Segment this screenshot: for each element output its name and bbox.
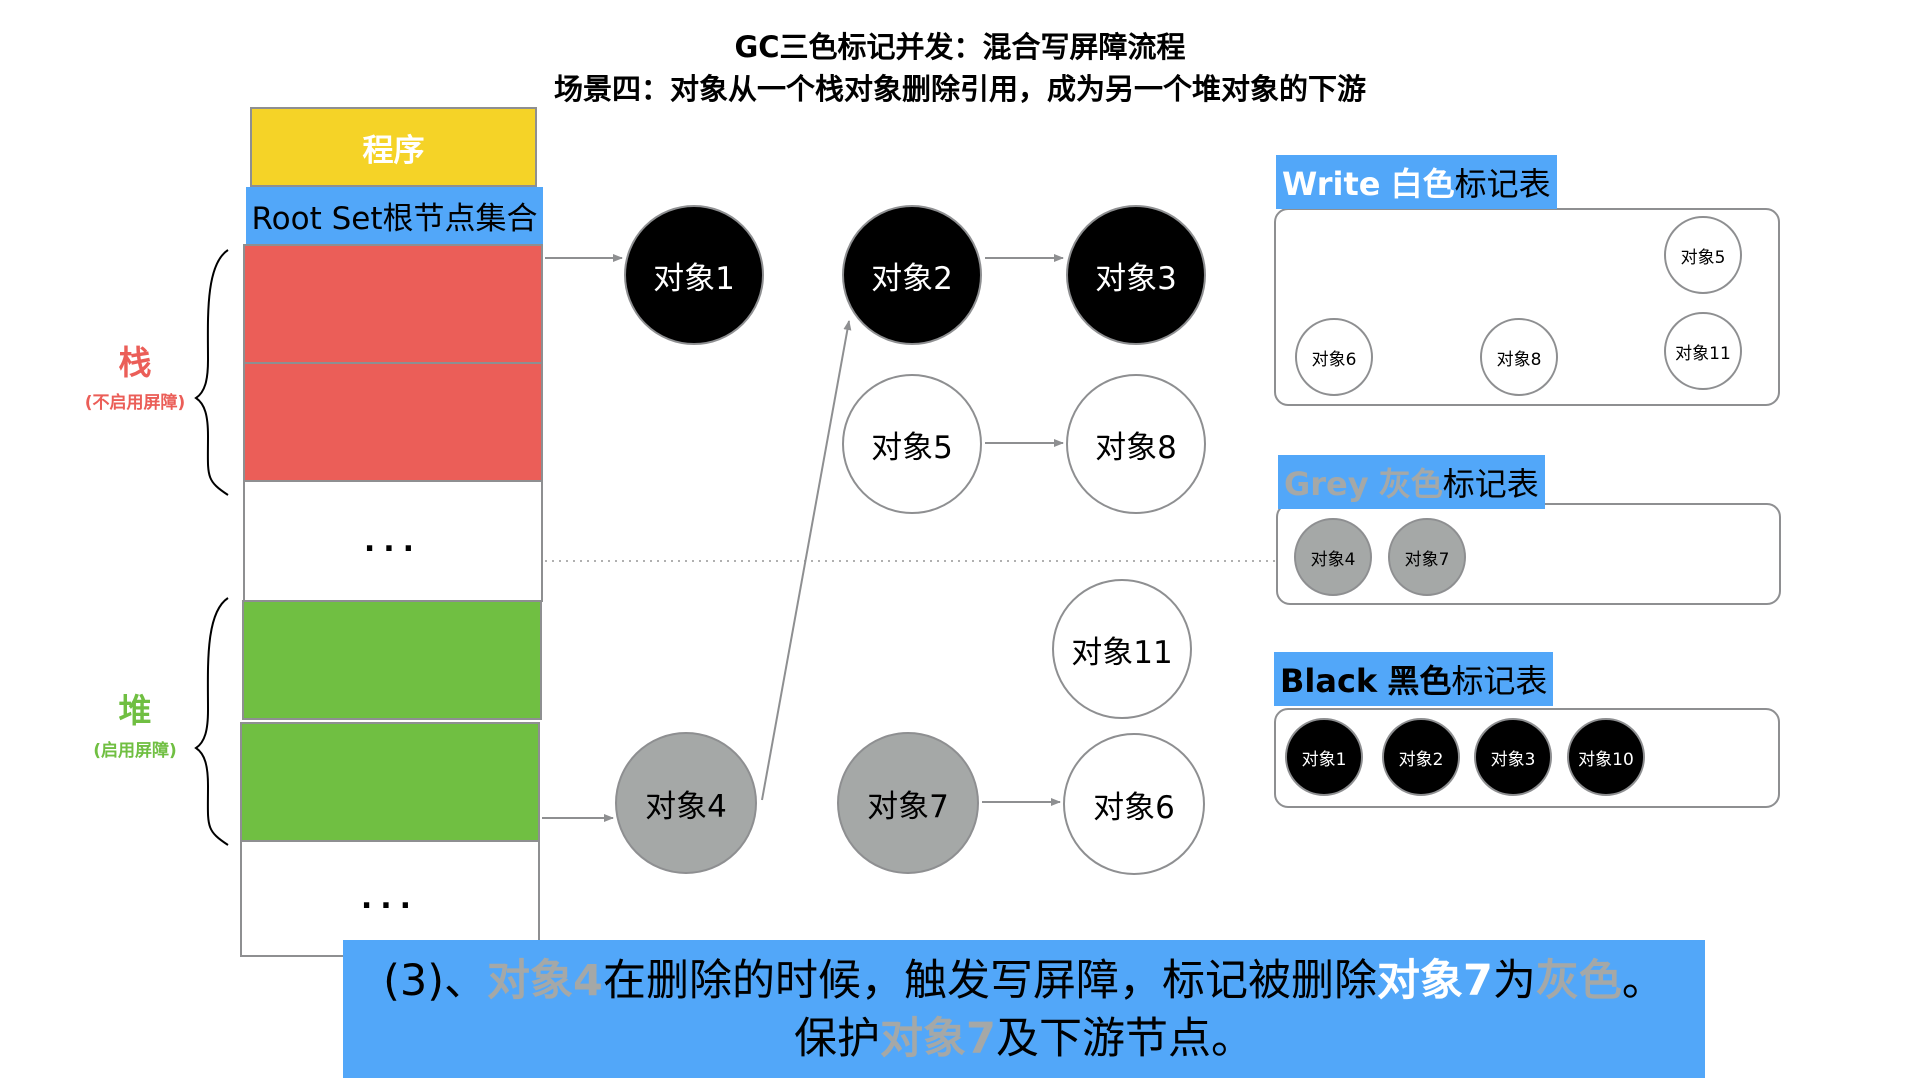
heap-slot-2 (240, 722, 540, 842)
node-label: 对象8 (1095, 429, 1177, 466)
node-object-2: 对象2 (842, 205, 982, 345)
heap-ellipsis-slot: ... (240, 840, 540, 957)
white-item-object-11: 对象11 (1664, 312, 1742, 390)
item-label: 对象3 (1490, 749, 1536, 770)
white-table-label: Write 白色标记表 (1276, 155, 1557, 209)
black-item-object-10: 对象10 (1567, 718, 1645, 796)
grey-table-label: Grey 灰色标记表 (1278, 455, 1545, 509)
root-set-label: Root Set根节点集合 (251, 201, 538, 237)
caption-text: 为 (1492, 956, 1536, 1006)
black-item-object-1: 对象1 (1285, 718, 1363, 796)
caption-text: 及下游节点。 (995, 1014, 1254, 1064)
heap-label: 堆 (启用屏障) (80, 684, 190, 761)
item-label: 对象1 (1301, 749, 1347, 770)
white-item-object-5: 对象5 (1664, 216, 1742, 294)
node-label: 对象1 (653, 260, 735, 297)
white-item-object-8: 对象8 (1480, 318, 1558, 396)
grey-table-label-en: Grey (1284, 465, 1369, 503)
item-label: 对象4 (1310, 549, 1356, 570)
caption-text: 。 (1621, 956, 1665, 1006)
black-table-label-en: Black (1280, 662, 1378, 700)
grey-item-object-4: 对象4 (1294, 518, 1372, 596)
node-object-4: 对象4 (615, 732, 757, 874)
caption-line-2: 保护对象7及下游节点。 (343, 1010, 1705, 1068)
grey-table-label-suffix: 标记表 (1442, 465, 1539, 503)
diagram-subtitle: 场景四：对象从一个栈对象删除引用，成为另一个堆对象的下游 (553, 72, 1366, 106)
node-label: 对象11 (1071, 634, 1173, 671)
node-label: 对象2 (871, 260, 953, 297)
heap-subtitle: (启用屏障) (93, 741, 177, 761)
grey-item-object-7: 对象7 (1388, 518, 1466, 596)
stack-subtitle: (不启用屏障) (84, 393, 186, 413)
black-item-object-2: 对象2 (1382, 718, 1460, 796)
node-object-11: 对象11 (1052, 579, 1192, 719)
black-table-label-suffix: 标记表 (1451, 662, 1548, 700)
stack-slot-2 (243, 362, 543, 482)
node-object-7: 对象7 (837, 732, 979, 874)
black-table-label-color: 黑色 (1387, 662, 1452, 700)
heap-brace (194, 597, 229, 846)
node-object-6: 对象6 (1063, 733, 1205, 875)
item-label: 对象8 (1496, 349, 1542, 370)
caption-line-1: (3)、对象4在删除的时候，触发写屏障，标记被删除对象7为灰色。 (343, 952, 1705, 1010)
program-label: 程序 (362, 132, 425, 169)
heap-ellipsis: ... (360, 881, 420, 916)
stack-title: 栈 (118, 343, 152, 382)
black-table-label: Black 黑色标记表 (1274, 652, 1554, 706)
node-label: 对象7 (867, 788, 949, 825)
white-table-label-en: Write (1282, 165, 1381, 203)
root-set-block: Root Set根节点集合 (246, 187, 543, 244)
caption-highlight-object7: 对象7 (1376, 956, 1493, 1006)
node-object-3: 对象3 (1066, 205, 1206, 345)
node-label: 对象4 (645, 788, 727, 825)
caption-highlight-object7: 对象7 (880, 1014, 996, 1064)
node-label: 对象3 (1095, 260, 1177, 297)
white-table-label-suffix: 标记表 (1454, 165, 1551, 203)
item-label: 对象5 (1680, 247, 1726, 268)
heap-slot-1 (242, 600, 542, 720)
stack-label: 栈 (不启用屏障) (80, 336, 190, 413)
black-item-object-3: 对象3 (1474, 718, 1552, 796)
step-caption: (3)、对象4在删除的时候，触发写屏障，标记被删除对象7为灰色。 保护对象7及下… (343, 940, 1705, 1078)
item-label: 对象10 (1578, 749, 1634, 770)
node-object-5: 对象5 (842, 374, 982, 514)
diagram-title: GC三色标记并发：混合写屏障流程 (734, 30, 1186, 64)
item-label: 对象2 (1398, 749, 1444, 770)
stack-ellipsis-slot: ... (243, 480, 543, 602)
caption-highlight-object4: 对象4 (487, 956, 603, 1006)
stack-ellipsis: ... (363, 523, 423, 559)
stack-brace (194, 249, 229, 496)
item-label: 对象11 (1675, 343, 1731, 364)
caption-text: 在删除的时候，触发写屏障，标记被删除 (602, 956, 1377, 1006)
white-item-object-6: 对象6 (1295, 318, 1373, 396)
caption-highlight-grey: 灰色 (1535, 956, 1622, 1006)
item-label: 对象7 (1404, 549, 1450, 570)
node-label: 对象5 (871, 429, 953, 466)
heap-title: 堆 (118, 691, 152, 730)
arrow-obj4-to-obj2 (761, 320, 852, 801)
caption-text: (3)、 (383, 956, 488, 1006)
node-object-8: 对象8 (1066, 374, 1206, 514)
node-object-1: 对象1 (624, 205, 764, 345)
grey-table-label-color: 灰色 (1378, 465, 1443, 503)
item-label: 对象6 (1311, 349, 1357, 370)
caption-text: 保护 (794, 1014, 881, 1064)
program-block: 程序 (250, 107, 537, 187)
white-table-label-color: 白色 (1390, 165, 1455, 203)
node-label: 对象6 (1093, 789, 1175, 826)
